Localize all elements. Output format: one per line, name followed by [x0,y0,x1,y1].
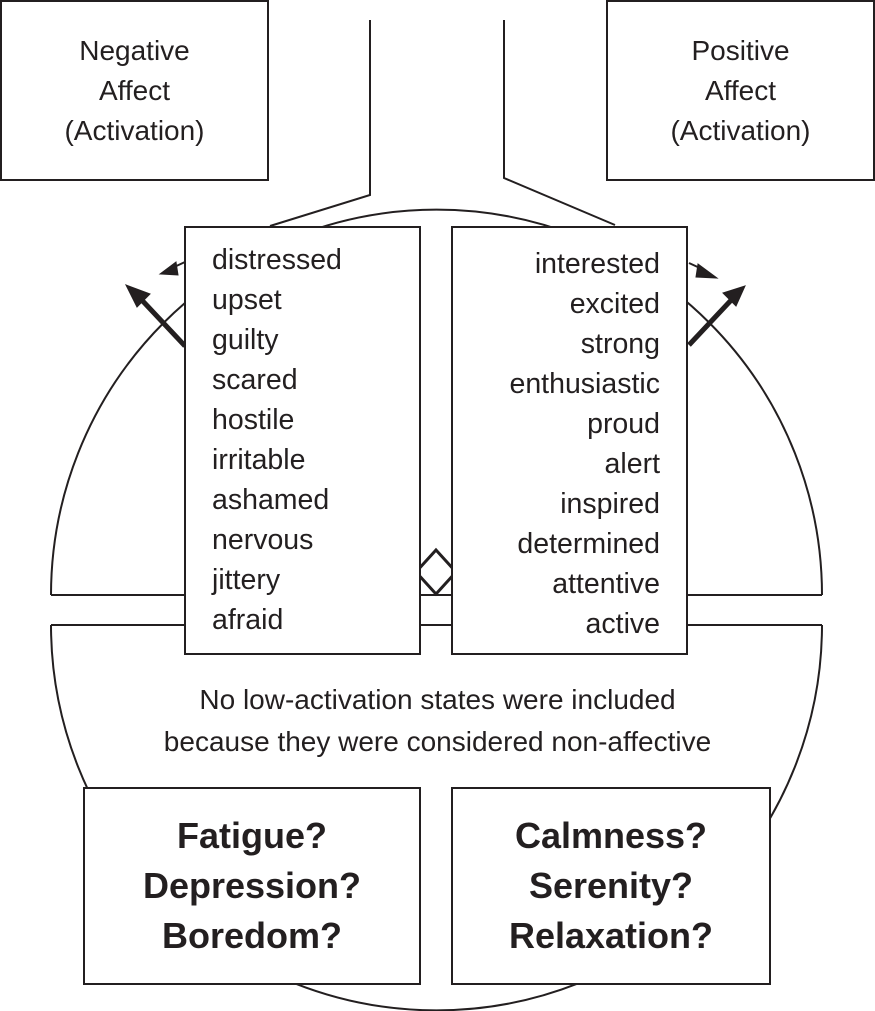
low-positive-box: Calmness? Serenity? Relaxation? [451,787,771,985]
negative-activation-arrowhead [124,284,151,308]
negative-small-arrowhead [158,261,179,276]
negative-affect-title-line: (Activation) [64,114,205,146]
question-line: Serenity? [528,865,694,906]
list-item: hostile [212,404,295,436]
negative-affect-title-line: Negative [79,34,190,66]
positive-activation-arrowhead [722,285,746,307]
low-positive-questions: Calmness? Serenity? Relaxation? [509,811,713,961]
positive-connector [503,20,616,226]
list-item: distressed [212,244,342,276]
list-item: alert [604,448,660,480]
positive-activation-arrow [687,294,737,347]
question-line: Fatigue? [177,815,327,856]
question-line: Calmness? [514,815,708,856]
list-item: afraid [212,604,284,636]
list-item: excited [569,288,660,320]
list-item: proud [587,408,660,440]
list-item: upset [212,284,282,316]
list-item: guilty [212,324,279,356]
list-item: interested [534,248,660,280]
circle-upper-arc [50,208,823,596]
positive-affect-title-box: Positive Affect (Activation) [606,0,875,181]
question-line: Relaxation? [508,915,714,956]
list-item: jittery [212,564,281,596]
negative-affect-list: distressed upset guilty scared hostile i… [184,226,421,655]
list-item: determined [517,528,660,560]
list-item: inspired [560,488,660,520]
question-line: Boredom? [162,915,342,956]
list-item: active [585,608,660,640]
low-negative-questions: Fatigue? Depression? Boredom? [143,811,361,961]
negative-affect-title-box: Negative Affect (Activation) [0,0,269,181]
note-line: because they were considered non-affecti… [163,726,712,757]
positive-affect-title-line: Affect [704,74,777,106]
positive-affect-title-line: (Activation) [670,114,811,146]
note-line: No low-activation states were included [199,684,676,715]
low-activation-note: No low-activation states were included b… [0,679,875,763]
diamond-marker [413,547,459,597]
low-negative-box: Fatigue? Depression? Boredom? [83,787,421,985]
list-item: ashamed [212,484,330,516]
list-item: scared [212,364,298,396]
list-item: strong [580,328,660,360]
positive-affect-title-line: Positive [691,34,790,66]
list-item: nervous [212,524,314,556]
negative-activation-arrow [136,294,187,348]
list-item: irritable [212,444,306,476]
list-item: enthusiastic [509,368,660,400]
negative-affect-title: Negative Affect (Activation) [64,31,204,151]
positive-small-arrowhead [695,263,719,279]
negative-connector [269,20,371,227]
negative-affect-title-line: Affect [98,74,171,106]
question-line: Depression? [142,865,362,906]
list-item: attentive [552,568,660,600]
positive-affect-list: interested excited strong enthusiastic p… [451,226,688,655]
positive-affect-title: Positive Affect (Activation) [670,31,810,151]
